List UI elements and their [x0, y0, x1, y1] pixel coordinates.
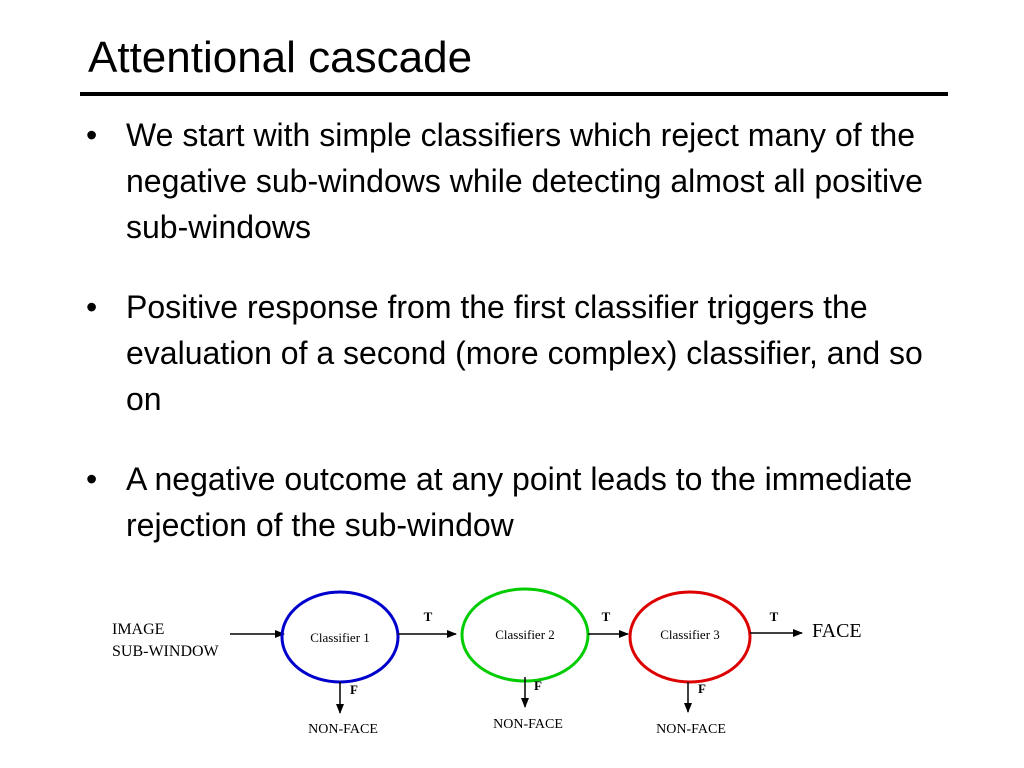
bullet-glyph: • [86, 117, 98, 153]
bullet-text: We start with simple classifiers which r… [126, 117, 923, 245]
classifier-3-label: Classifier 3 [660, 627, 720, 642]
false-label-2: F [534, 678, 542, 693]
classifier-1-label: Classifier 1 [310, 630, 370, 645]
true-label-3: T [770, 609, 779, 624]
input-label-line2: SUB-WINDOW [112, 643, 220, 660]
bullet-item: • We start with simple classifiers which… [86, 112, 946, 250]
slide-title: Attentional cascade [88, 33, 473, 82]
face-output-label: FACE [812, 620, 862, 642]
true-label-2: T [602, 609, 611, 624]
title-rule [80, 92, 948, 96]
bullet-text: A negative outcome at any point leads to… [126, 461, 913, 543]
false-label-3: F [698, 681, 706, 696]
non-face-label-3: NON-FACE [656, 722, 726, 737]
bullet-glyph: • [86, 461, 98, 497]
bullet-list: • We start with simple classifiers which… [86, 112, 946, 582]
input-label-line1: IMAGE [112, 621, 164, 638]
bullet-item: • A negative outcome at any point leads … [86, 456, 946, 548]
non-face-label-1: NON-FACE [308, 722, 378, 737]
false-label-1: F [350, 682, 358, 697]
classifier-3-node [628, 590, 752, 684]
bullet-item: • Positive response from the first class… [86, 284, 946, 422]
bullet-text: Positive response from the first classif… [126, 289, 923, 417]
non-face-label-2: NON-FACE [493, 717, 563, 732]
classifier-2-label: Classifier 2 [495, 627, 555, 642]
bullet-glyph: • [86, 289, 98, 325]
true-label-1: T [424, 609, 433, 624]
